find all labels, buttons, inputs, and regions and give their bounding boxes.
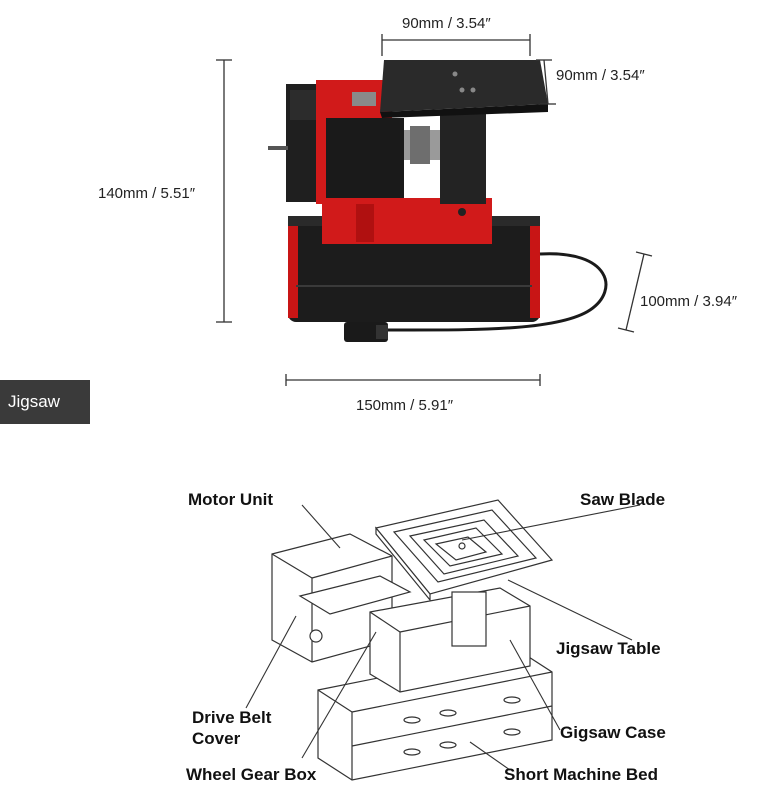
bed-red-end-left <box>288 222 298 318</box>
jigsaw-table-top <box>380 60 548 112</box>
callout-saw-blade: Saw Blade <box>580 490 665 509</box>
callout-gigsaw-case: Gigsaw Case <box>560 723 666 742</box>
dim-height: 140mm / 5.51″ <box>98 185 196 202</box>
gigsaw-case-red <box>322 198 492 244</box>
callout-wheel-gear-box: Wheel Gear Box <box>186 765 317 784</box>
bed-red-end-right <box>530 222 540 318</box>
callout-drive-belt-cover-line2: Cover <box>192 729 241 748</box>
dimension-lines <box>216 34 653 386</box>
callout-short-machine-bed: Short Machine Bed <box>504 765 658 784</box>
power-cord <box>372 252 608 332</box>
callout-jigsaw-table: Jigsaw Table <box>556 639 661 658</box>
line-drawing <box>271 499 554 781</box>
dim-top-depth: 90mm / 3.54″ <box>556 67 645 84</box>
leader-lines <box>245 504 641 771</box>
dim-base-width: 150mm / 5.91″ <box>356 397 454 414</box>
section-tag-jigsaw: Jigsaw <box>0 380 90 424</box>
callout-drive-belt-cover-line1: Drive Belt <box>192 708 272 727</box>
jigsaw-photo <box>268 60 608 342</box>
table-column <box>440 112 486 204</box>
callout-motor-unit: Motor Unit <box>188 490 273 509</box>
dim-top-width: 90mm / 3.54″ <box>402 15 491 32</box>
dim-base-depth: 100mm / 3.94″ <box>640 293 738 310</box>
